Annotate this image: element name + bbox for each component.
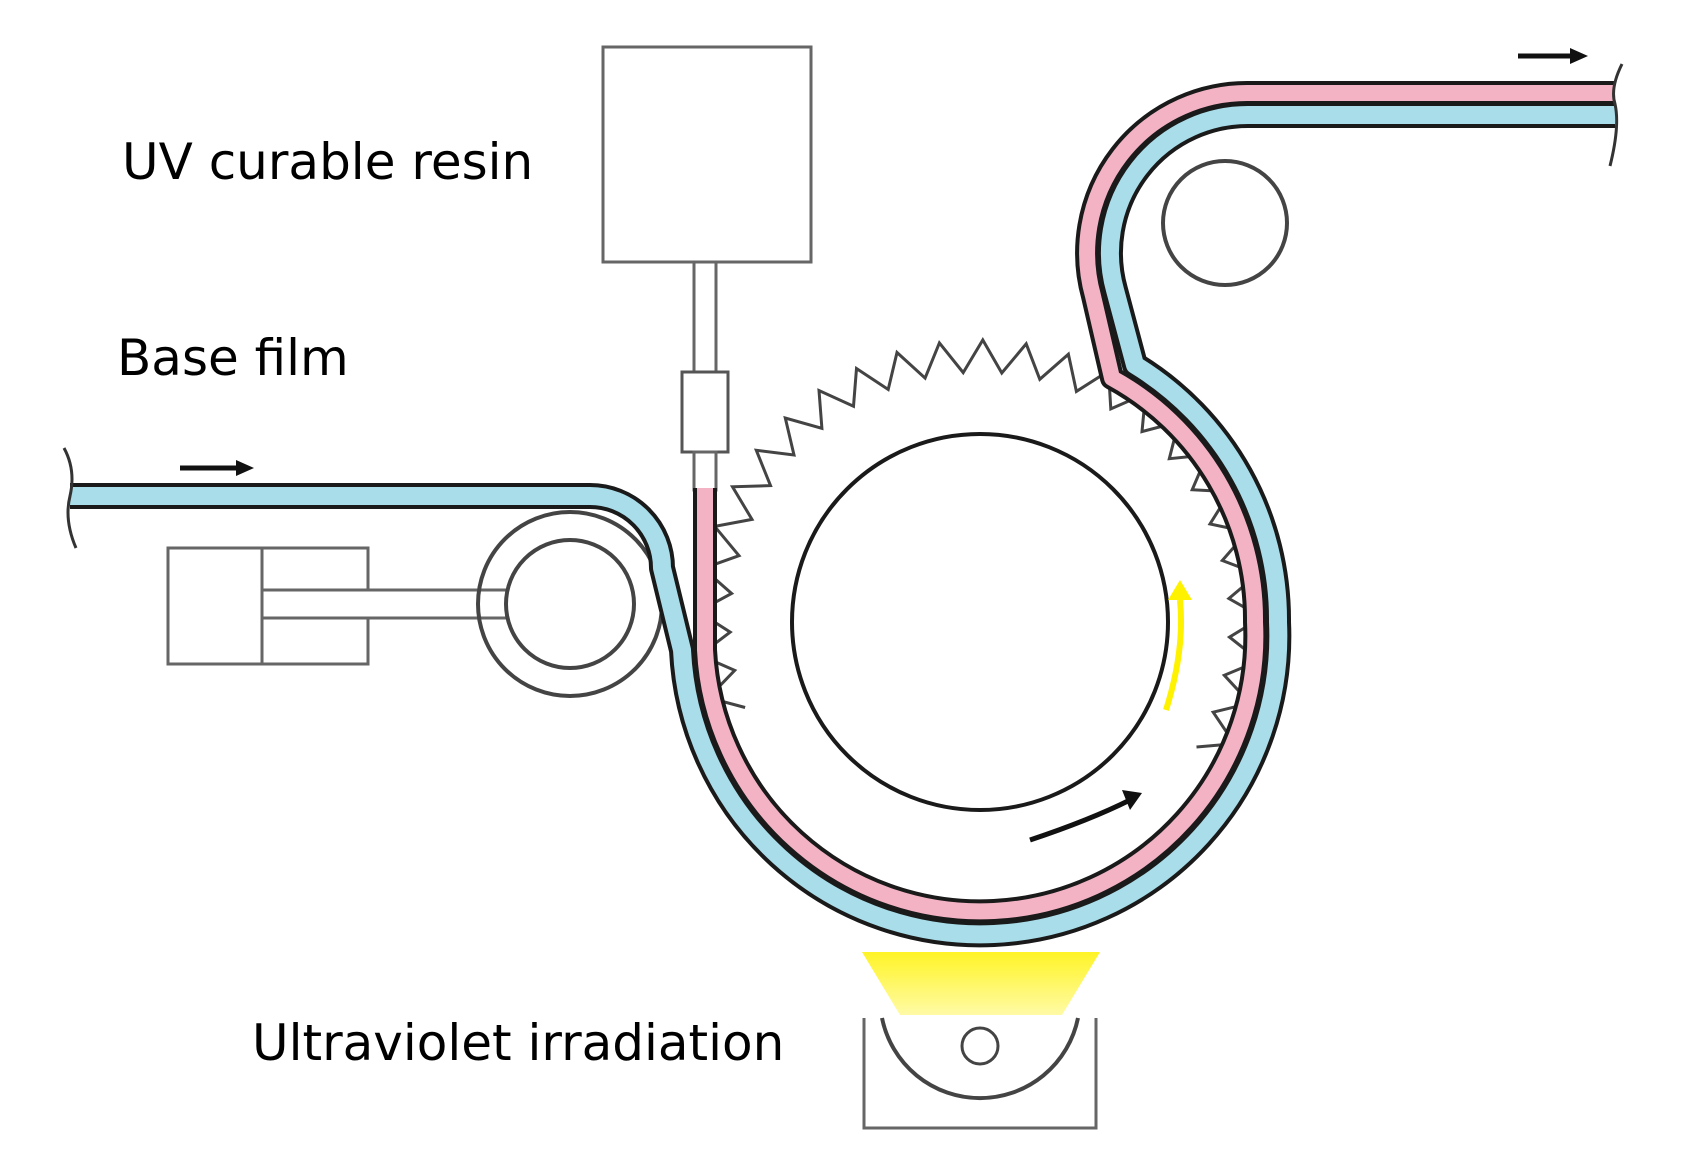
- curved-arrow-icon: [1029, 790, 1142, 843]
- film-cut-right: [1608, 63, 1624, 167]
- label-ultraviolet-irradiation: Ultraviolet irradiation: [252, 1014, 785, 1072]
- label-uv-curable-resin: UV curable resin: [122, 133, 534, 191]
- arrow-right-icon: [1518, 48, 1588, 64]
- resin-valve: [680, 370, 730, 454]
- piston-rod: [260, 588, 522, 620]
- label-base-film: Base film: [117, 329, 349, 387]
- resin-tank: [601, 45, 813, 264]
- arrow-right-icon: [180, 460, 254, 476]
- film-cut-left: [62, 447, 78, 549]
- curved-arrow-icon: [1163, 580, 1192, 711]
- guide-roller: [1161, 159, 1289, 287]
- resin-nozzle: [692, 450, 718, 492]
- uv-lamp-icon: [862, 1017, 1098, 1130]
- mold-roller: [790, 432, 1170, 812]
- nip-roller-inner: [504, 538, 636, 670]
- uv-light-beam: [862, 952, 1100, 1015]
- resin-pipe: [692, 260, 718, 374]
